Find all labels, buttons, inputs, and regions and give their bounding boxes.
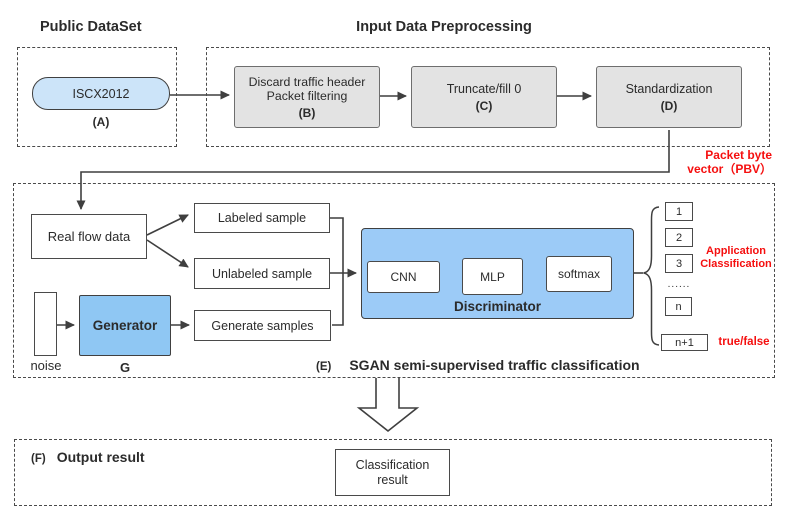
output-node-n1: n+1 bbox=[661, 334, 708, 351]
mlp-box: MLP bbox=[462, 258, 523, 295]
output-node-1: 1 bbox=[665, 202, 693, 221]
connector-samples-merge bbox=[330, 217, 344, 326]
output-node-3-label: 3 bbox=[675, 257, 683, 270]
step-d-line1: Standardization bbox=[625, 81, 713, 96]
step-c-line1: Truncate/fill 0 bbox=[446, 81, 522, 96]
output-frame bbox=[14, 439, 772, 506]
true-false-annotation: true/false bbox=[718, 336, 770, 348]
pbv-line2: vector（PBV） bbox=[687, 161, 772, 176]
sgan-title: SGAN semi-supervised traffic classificat… bbox=[349, 357, 640, 373]
unlabeled-sample-box: Unlabeled sample bbox=[194, 258, 330, 289]
step-b-line2: Packet filtering bbox=[266, 88, 348, 103]
pbv-annotation: Packet byte vector（PBV） bbox=[600, 148, 772, 176]
preprocessing-title: Input Data Preprocessing bbox=[356, 19, 532, 35]
output-title: Output result bbox=[56, 449, 145, 465]
step-discard-header: Discard traffic header Packet filtering … bbox=[234, 66, 380, 128]
output-node-n: n bbox=[665, 297, 692, 316]
result-line1: Classification bbox=[355, 457, 430, 472]
tag-a: (A) bbox=[92, 115, 110, 129]
output-node-3: 3 bbox=[665, 254, 693, 273]
application-classification-annotation: Application Classification bbox=[692, 245, 780, 270]
mlp-label: MLP bbox=[480, 269, 505, 284]
dataset-node-label: ISCX2012 bbox=[72, 86, 130, 101]
discriminator-label: Discriminator bbox=[453, 299, 542, 314]
block-arrow-down bbox=[356, 378, 420, 433]
noise-label: noise bbox=[30, 358, 62, 373]
step-b-line1: Discard traffic header bbox=[248, 74, 366, 89]
tag-b: (B) bbox=[298, 105, 316, 120]
output-node-n1-label: n+1 bbox=[675, 336, 694, 349]
pbv-line1: Packet byte bbox=[705, 148, 772, 162]
output-node-n-label: n bbox=[675, 300, 682, 313]
output-node-1-label: 1 bbox=[675, 205, 683, 218]
tag-e: (E) bbox=[316, 361, 332, 373]
app-class-line1: Application bbox=[706, 245, 766, 257]
real-flow-data-box: Real flow data bbox=[31, 214, 147, 259]
cnn-label: CNN bbox=[390, 270, 417, 284]
result-line2: result bbox=[377, 472, 408, 487]
real-flow-label: Real flow data bbox=[47, 228, 131, 244]
noise-box bbox=[34, 292, 57, 356]
output-node-2: 2 bbox=[665, 228, 693, 247]
public-dataset-frame bbox=[17, 47, 177, 147]
generate-samples-box: Generate samples bbox=[194, 310, 331, 341]
unlabeled-sample-label: Unlabeled sample bbox=[211, 266, 313, 281]
app-class-line2: Classification bbox=[700, 257, 772, 270]
step-standardization: Standardization (D) bbox=[596, 66, 742, 128]
arrow-realflow-to-labeled bbox=[146, 214, 189, 236]
labeled-sample-label: Labeled sample bbox=[217, 211, 307, 225]
generator-tag-g: G bbox=[119, 360, 131, 375]
tag-f: (F) bbox=[31, 453, 46, 465]
step-truncate-fill: Truncate/fill 0 (C) bbox=[411, 66, 557, 128]
generate-samples-label: Generate samples bbox=[211, 318, 314, 333]
generator-box: Generator bbox=[79, 295, 171, 356]
tag-c: (C) bbox=[475, 98, 493, 113]
output-ellipsis: ...... bbox=[667, 279, 691, 290]
public-dataset-title: Public DataSet bbox=[40, 19, 142, 35]
sgan-frame bbox=[13, 183, 775, 378]
preprocessing-frame bbox=[206, 47, 770, 147]
softmax-label: softmax bbox=[557, 267, 600, 281]
tag-d: (D) bbox=[660, 98, 678, 113]
sgan-caption: (E) SGAN semi-supervised traffic classif… bbox=[316, 357, 640, 373]
dataset-node-iscx2012: ISCX2012 bbox=[32, 77, 170, 110]
arrow-realflow-to-unlabeled bbox=[146, 239, 189, 268]
labeled-sample-box: Labeled sample bbox=[194, 203, 330, 233]
classification-result-box: Classification result bbox=[335, 449, 450, 496]
output-brace bbox=[643, 206, 660, 346]
output-node-2-label: 2 bbox=[675, 231, 683, 244]
output-caption: (F) Output result bbox=[31, 449, 145, 465]
cnn-box: CNN bbox=[367, 261, 440, 293]
softmax-box: softmax bbox=[546, 256, 612, 292]
arrow-d-to-realflow bbox=[76, 130, 670, 210]
generator-label: Generator bbox=[92, 317, 158, 333]
